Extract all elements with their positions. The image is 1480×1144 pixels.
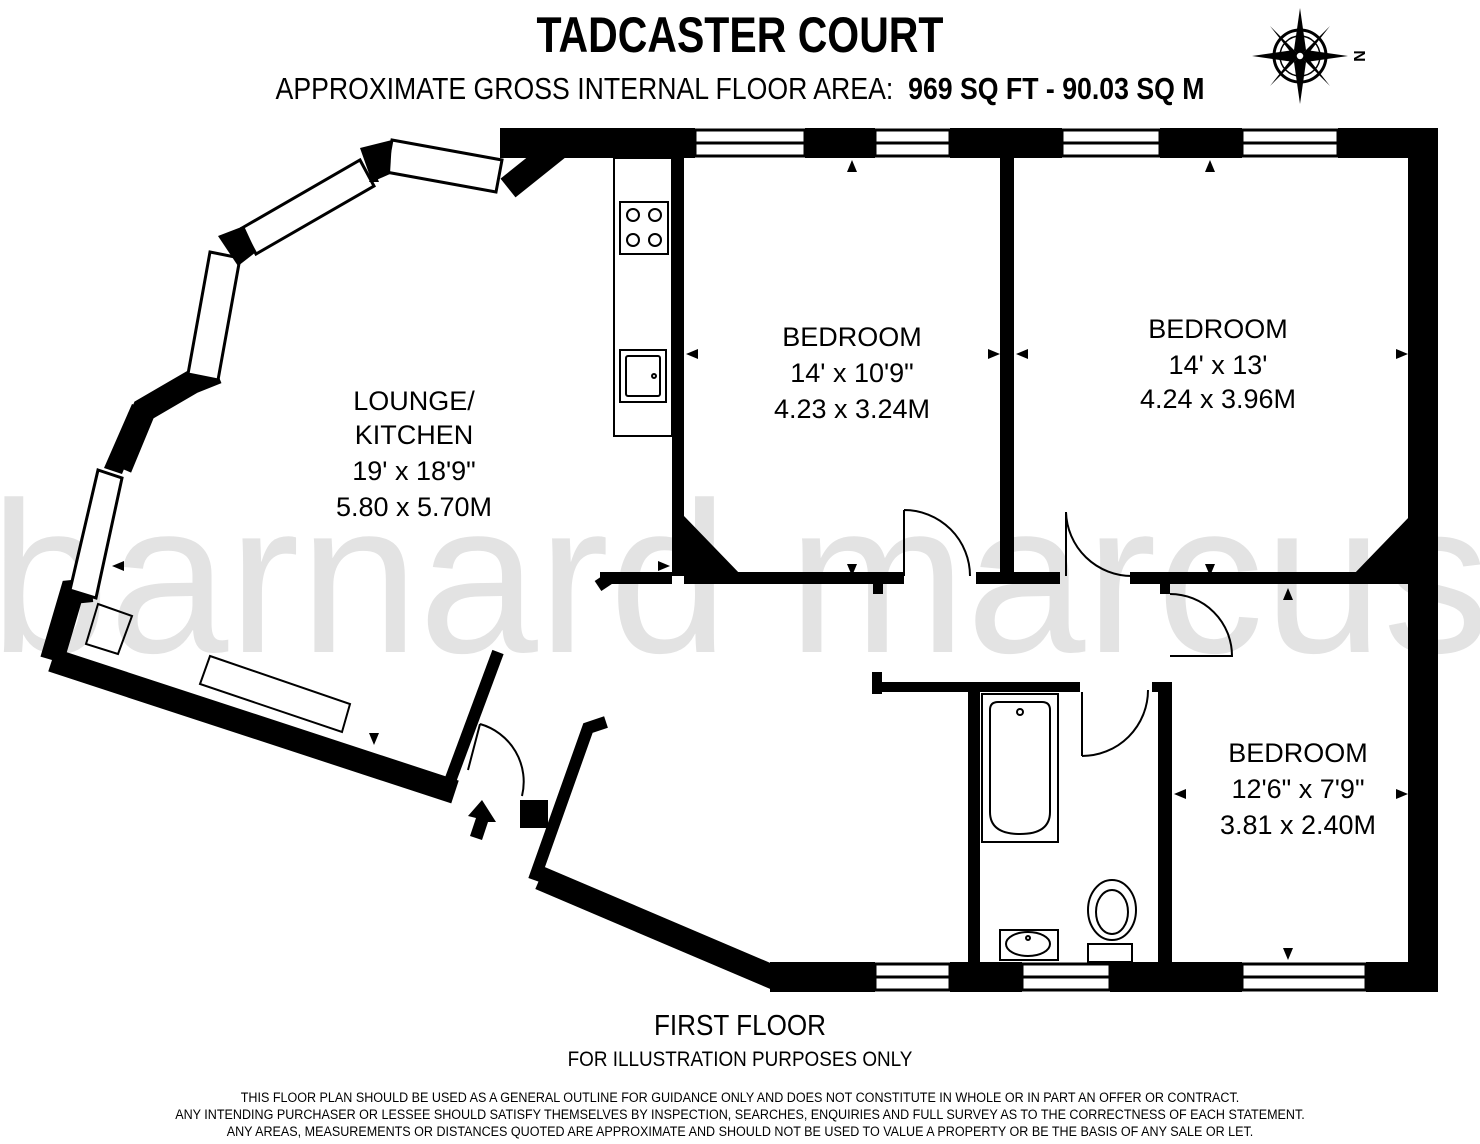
room-name: BEDROOM xyxy=(1148,314,1288,344)
room-size-imperial: 12'6" x 7'9" xyxy=(1231,774,1364,804)
room-bedroom-2: BEDROOM 14' x 13' 4.24 x 3.96M xyxy=(1140,314,1296,414)
room-bedroom-3: BEDROOM 12'6" x 7'9" 3.81 x 2.40M xyxy=(1220,738,1376,840)
bay-windows xyxy=(68,138,504,600)
room-name: LOUNGE/ xyxy=(353,386,475,416)
entrance-walls xyxy=(440,573,614,883)
disclaimer: THIS FLOOR PLAN SHOULD BE USED AS A GENE… xyxy=(52,1089,1428,1140)
bathroom-fixtures xyxy=(981,693,1137,963)
internal-walls xyxy=(520,156,1410,962)
room-size-metric: 4.24 x 3.96M xyxy=(1140,384,1296,414)
room-size-metric: 3.81 x 2.40M xyxy=(1220,810,1376,840)
room-size-metric: 4.23 x 3.24M xyxy=(774,394,930,424)
dimension-markers xyxy=(112,160,1408,960)
room-size-imperial: 19' x 18'9" xyxy=(352,456,475,486)
kitchen-counter xyxy=(84,157,673,734)
room-lounge-kitchen: LOUNGE/ KITCHEN 19' x 18'9" 5.80 x 5.70M xyxy=(336,386,492,522)
room-size-metric: 5.80 x 5.70M xyxy=(336,492,492,522)
bay-corners xyxy=(104,140,392,474)
room-name: BEDROOM xyxy=(1228,738,1368,768)
room-size-imperial: 14' x 13' xyxy=(1169,350,1268,380)
doors xyxy=(467,509,1234,797)
page-title: TADCASTER COURT xyxy=(536,7,944,63)
floor-area-label: APPROXIMATE GROSS INTERNAL FLOOR AREA: xyxy=(275,71,894,106)
room-bedroom-1: BEDROOM 14' x 10'9" 4.23 x 3.24M xyxy=(774,322,930,424)
room-name: KITCHEN xyxy=(355,420,474,450)
disclaimer-line: THIS FLOOR PLAN SHOULD BE USED AS A GENE… xyxy=(240,1090,1240,1105)
room-name: BEDROOM xyxy=(782,322,922,352)
floor-label: FIRST FLOOR xyxy=(653,1010,827,1042)
illustration-note: FOR ILLUSTRATION PURPOSES ONLY xyxy=(567,1048,913,1071)
entrance-arrow-icon xyxy=(468,800,496,840)
outer-walls xyxy=(500,128,1438,992)
windows-bottom xyxy=(873,962,1368,992)
floor-area-value: 969 SQ FT - 90.03 SQ M xyxy=(908,71,1205,106)
room-size-imperial: 14' x 10'9" xyxy=(790,358,913,388)
compass-icon: N xyxy=(1252,8,1367,104)
disclaimer-line: ANY INTENDING PURCHASER OR LESSEE SHOULD… xyxy=(175,1107,1305,1122)
compass-north-label: N xyxy=(1350,50,1367,62)
floor-area: APPROXIMATE GROSS INTERNAL FLOOR AREA: 9… xyxy=(104,71,1377,107)
disclaimer-line: ANY AREAS, MEASUREMENTS OR DISTANCES QUO… xyxy=(226,1124,1254,1139)
windows-top xyxy=(693,128,1340,158)
